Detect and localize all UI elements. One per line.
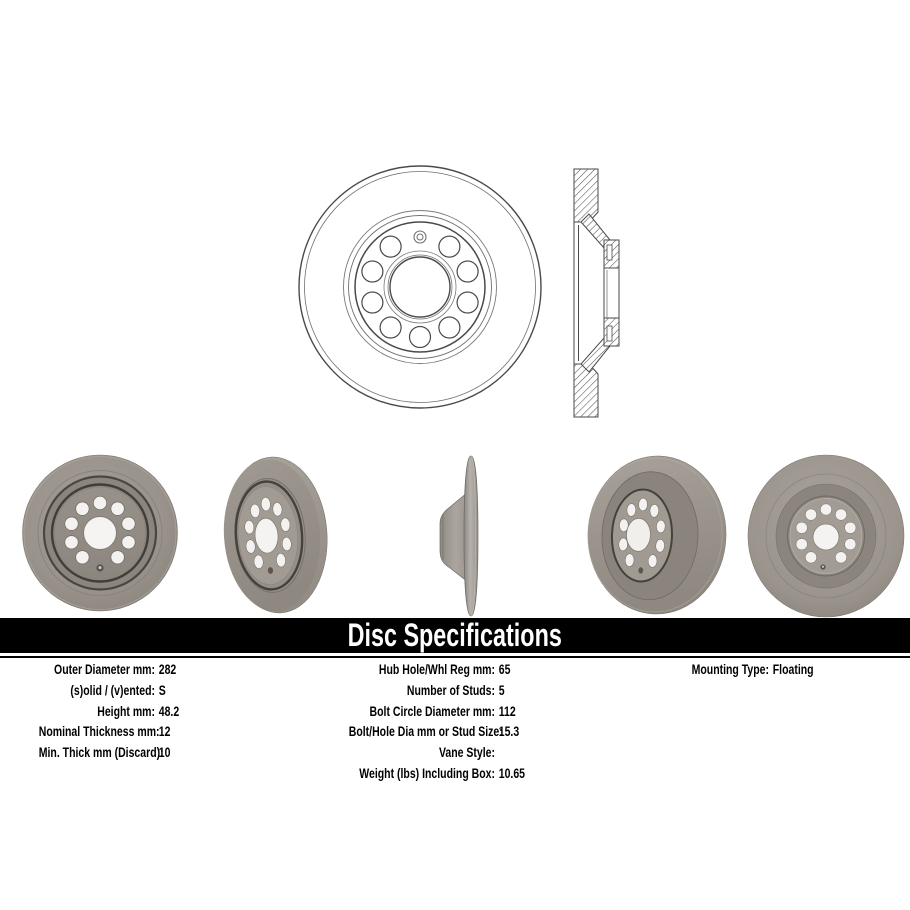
spec-label: Outer Diameter mm:	[54, 661, 155, 678]
spec-header-bar: Disc Specifications	[0, 617, 910, 653]
rotor-photo-front	[747, 454, 905, 618]
spec-label: Vane Style:	[438, 744, 495, 761]
spec-row: Number of Studs: 5	[349, 680, 619, 701]
spec-label: Weight (lbs) Including Box:	[359, 764, 495, 781]
lug-holes	[244, 497, 292, 569]
spec-label: (s)olid / (v)ented:	[70, 682, 155, 699]
spec-row: Min. Thick mm (Discard): 10	[39, 742, 272, 763]
spec-label: Hub Hole/Whl Reg mm:	[378, 661, 495, 678]
spec-label: Bolt Circle Diameter mm:	[369, 702, 495, 719]
lug-holes	[64, 495, 136, 565]
set-screw-hole	[96, 564, 104, 572]
spec-label: Mounting Type:	[691, 661, 769, 678]
spec-value: 5	[498, 682, 505, 699]
hat-profile	[439, 491, 469, 583]
spec-row: Nominal Thickness mm: 12	[39, 721, 272, 742]
spec-value: Floating	[772, 661, 814, 678]
spec-row: Bolt Circle Diameter mm: 112	[349, 700, 619, 721]
spec-row: Mounting Type: Floating	[675, 659, 893, 680]
spec-label: Nominal Thickness mm:	[38, 723, 160, 740]
rotor-photo-front-angled	[22, 454, 178, 612]
spec-value: 10	[158, 744, 171, 761]
spec-divider-rule	[0, 656, 910, 658]
lug-holes	[795, 503, 857, 564]
spec-value: 48.2	[158, 702, 180, 719]
set-screw-hole	[267, 567, 274, 574]
spec-value: 10.65	[498, 764, 526, 781]
spec-label: Height mm:	[97, 702, 155, 719]
spec-value: S	[158, 682, 166, 699]
rotor-photo-edge-profile	[439, 455, 479, 617]
spec-row: Vane Style:	[349, 742, 619, 763]
spec-label: Bolt/Hole Dia mm or Stud Size:	[348, 723, 503, 740]
center-bore	[626, 517, 651, 552]
spec-row: Outer Diameter mm: 282	[39, 659, 272, 680]
set-screw-hole	[820, 564, 826, 570]
rotor-photo-three-quarter-left	[223, 456, 328, 614]
lug-holes	[618, 497, 666, 568]
center-bore	[83, 516, 117, 550]
spec-value: 15.3	[498, 723, 520, 740]
spec-value: 12	[158, 723, 171, 740]
spec-header-title: Disc Specifications	[347, 617, 563, 653]
spec-column-hub-studs: Hub Hole/Whl Reg mm: 65 Number of Studs:…	[349, 659, 619, 783]
set-screw-hole	[638, 567, 644, 574]
rotor-photo-three-quarter-right	[587, 455, 727, 615]
front-view-line-drawing	[298, 165, 542, 409]
technical-drawing-layer	[298, 165, 620, 418]
spec-column-mounting: Mounting Type: Floating	[675, 659, 893, 680]
spec-row: Hub Hole/Whl Reg mm: 65	[349, 659, 619, 680]
spec-column-dimensions: Outer Diameter mm: 282 (s)olid / (v)ente…	[39, 659, 272, 762]
spec-value: 282	[158, 661, 177, 678]
spec-value: 112	[498, 702, 516, 719]
center-bore	[812, 523, 840, 551]
spec-row: Bolt/Hole Dia mm or Stud Size: 15.3	[349, 721, 619, 742]
spec-value: 65	[498, 661, 511, 678]
spec-row: (s)olid / (v)ented: S	[39, 680, 272, 701]
spec-row: Weight (lbs) Including Box: 10.65	[349, 762, 619, 783]
center-bore	[254, 517, 279, 554]
cross-section-line-drawing	[573, 168, 620, 418]
spec-row: Height mm: 48.2	[39, 700, 272, 721]
spec-label: Number of Studs:	[406, 682, 495, 699]
spec-label: Min. Thick mm (Discard):	[38, 744, 164, 761]
set-screw-hole-drawing	[413, 230, 427, 244]
